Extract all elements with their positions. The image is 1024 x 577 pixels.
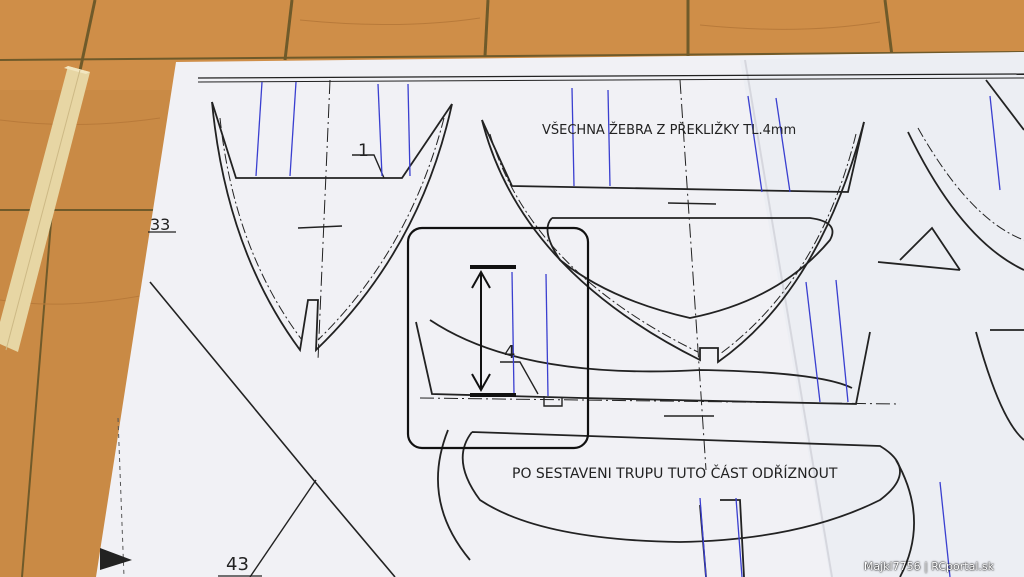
plan-heading: VŠECHNA ŽEBRA Z PŘEKLIŽKY TL.4mm <box>542 122 796 138</box>
part-label-43: 43 <box>226 554 249 575</box>
balsa-stick <box>0 66 90 352</box>
arrow-down-icon <box>471 373 491 393</box>
arrow-up-icon <box>471 269 491 289</box>
paper-sheet <box>96 52 1024 577</box>
part-label-4: 4 <box>504 342 515 363</box>
highlight-box <box>406 226 590 450</box>
part-label-33: 33 <box>150 215 170 234</box>
plan-note: PO SESTAVENI TRUPU TUTO ČÁST ODŘÍZNOUT <box>512 464 838 482</box>
blue-pencil-lines <box>255 81 1001 577</box>
annotation-overlay <box>406 226 590 450</box>
watermark: Majkl7756 | RCportal.sk <box>863 560 994 573</box>
part-label-1: 1 <box>358 141 369 161</box>
